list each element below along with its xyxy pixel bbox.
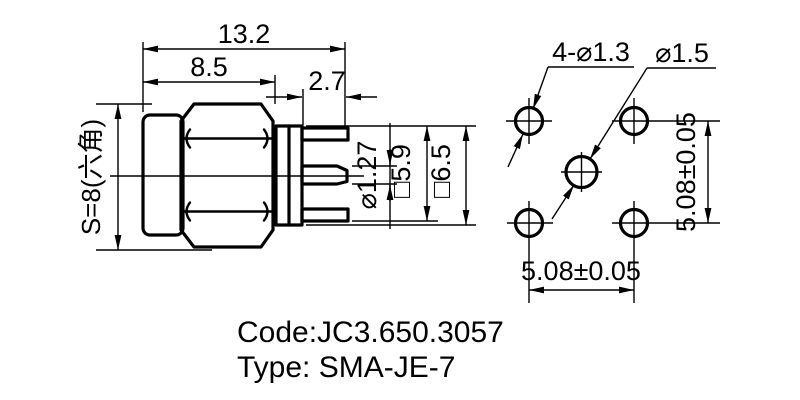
corner-hole-top-right xyxy=(618,105,650,137)
dim-label-legs-square: □5.9 xyxy=(386,144,416,198)
dim-label-pitch-horizontal: 5.08±0.05 xyxy=(521,256,641,286)
dim-label-pin-diameter: ⌀1.27 xyxy=(352,141,382,210)
side-view: 13.2 8.5 2.7 S=8(六角) ⌀1.27 □5.9 □6.5 xyxy=(76,19,476,251)
label-center-hole: ⌀1.5 xyxy=(655,38,709,68)
dim-label-nut-width: 8.5 xyxy=(190,52,228,82)
part-type-text: Type: SMA-JE-7 xyxy=(237,351,455,384)
footer-text: Code:JC3.650.3057 Type: SMA-JE-7 xyxy=(237,316,504,384)
mounting-holes xyxy=(513,105,650,239)
side-view-dimension-lines xyxy=(114,45,470,250)
label-corner-holes: 4-⌀1.3 xyxy=(552,37,630,67)
dim-label-total-width: 13.2 xyxy=(218,19,271,49)
dim-label-flange-square: □6.5 xyxy=(426,144,456,198)
dim-label-tail-length: 2.7 xyxy=(308,66,346,96)
hole-leader-lines xyxy=(507,66,716,220)
part-code-text: Code:JC3.650.3057 xyxy=(237,316,504,349)
dim-label-hex-size: S=8(六角) xyxy=(76,119,106,235)
hex-waist-arc xyxy=(185,128,192,149)
center-hole xyxy=(564,154,599,190)
connector-body-outline xyxy=(110,102,364,249)
corner-hole-top-left xyxy=(513,105,545,137)
footprint-dimension-lines xyxy=(529,121,712,294)
corner-hole-bottom-right xyxy=(618,207,650,239)
dim-label-pitch-vertical: 5.08±0.05 xyxy=(671,112,701,232)
coupling-nut xyxy=(141,113,185,237)
hex-waist-arc xyxy=(262,128,269,149)
bottom-leg xyxy=(300,207,350,223)
footprint-view: 4-⌀1.3 ⌀1.5 5.08±0.05 5.08±0.05 xyxy=(506,37,720,303)
center-pin xyxy=(300,164,349,186)
hex-body xyxy=(179,102,275,249)
hole-centerlines xyxy=(506,98,720,303)
top-leg xyxy=(300,126,350,142)
hex-waist-arc xyxy=(262,201,269,222)
corner-hole-bottom-left xyxy=(513,207,545,239)
hex-waist-arc xyxy=(185,201,192,222)
side-view-extension-lines xyxy=(96,42,476,251)
